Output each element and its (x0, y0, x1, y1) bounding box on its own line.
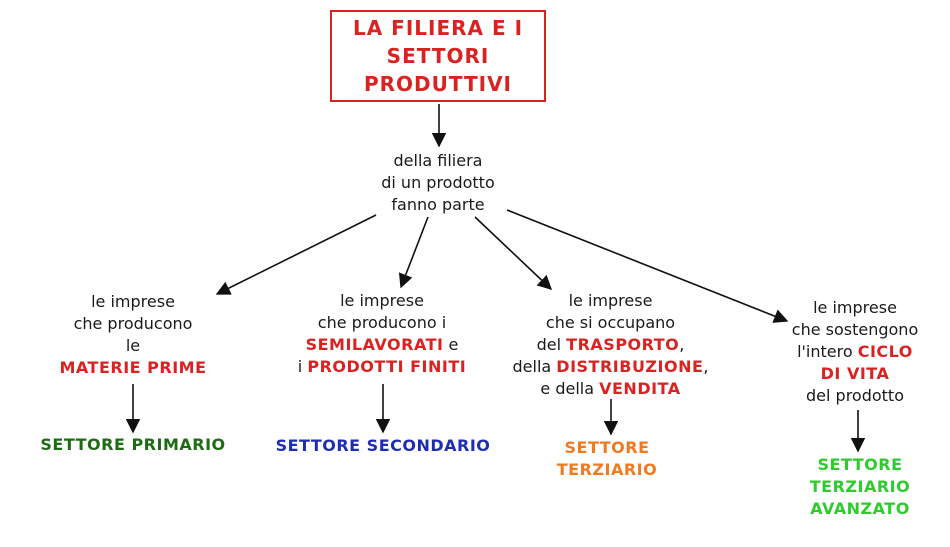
branch-3-highlight-3: VENDITA (599, 379, 681, 398)
branch-1-line-3: le (125, 336, 141, 355)
branch-3-conj-3: della (512, 357, 552, 376)
branch-2-line-1: le imprese (340, 291, 424, 310)
branch-2-conj-1: e (448, 335, 459, 354)
branch-3-highlight-2: DISTRIBUZIONE (556, 357, 704, 376)
branch-4-highlight-1: CICLO (857, 342, 913, 361)
connector-line-2: di un prodotto (381, 173, 495, 192)
branch-1-sector: SETTORE PRIMARIO (13, 434, 253, 456)
branch-1-description: le imprese che producono le MATERIE PRIM… (43, 291, 223, 379)
branch-3-conj-5: e della (540, 379, 595, 398)
branch-3-line-2: che si occupano (545, 313, 676, 332)
title-line-2: SETTORI (386, 44, 490, 68)
branch-4-line-1: le imprese (813, 298, 897, 317)
branch-3-line-5: e della VENDITA (488, 378, 733, 400)
arrow-connector-to-branch-3 (474, 216, 553, 290)
arrow-connector-to-branch-4 (506, 209, 789, 323)
branch-4-highlight-2: DI VITA (820, 364, 890, 383)
branch-4-line-2: che sostengono (791, 320, 919, 339)
title-box: LA FILIERA E I SETTORI PRODUTTIVI (330, 10, 546, 102)
branch-2-line-3: SEMILAVORATI e (262, 334, 502, 356)
branch-2-description: le imprese che producono i SEMILAVORATI … (262, 290, 502, 378)
branch-2-sector: SETTORE SECONDARIO (253, 435, 513, 457)
branch-3-conj-4: , (703, 357, 709, 376)
title-line-3: PRODUTTIVI (363, 72, 512, 96)
branch-1-sector-line-1: SETTORE PRIMARIO (40, 435, 226, 454)
branch-3-line-1: le imprese (568, 291, 653, 310)
branch-3-sector: SETTORE TERZIARIO (532, 437, 682, 481)
branch-1-highlight: MATERIE PRIME (59, 358, 207, 377)
branch-4-sector: SETTORE TERZIARIO AVANZATO (785, 454, 935, 520)
branch-2-line-2: che producono i (317, 313, 447, 332)
branch-1-line-1: le imprese (91, 292, 175, 311)
branch-3-sector-line-1: SETTORE (564, 438, 650, 457)
branch-2-line-4: i PRODOTTI FINITI (262, 356, 502, 378)
connector-line-3: fanno parte (391, 195, 485, 214)
connector-text: della filiera di un prodotto fanno parte (348, 150, 528, 216)
branch-4-description: le imprese che sostengono l'intero CICLO… (770, 297, 940, 407)
branch-4-conj-1: l'intero (797, 342, 853, 361)
branch-4-sector-line-1: SETTORE (817, 455, 903, 474)
arrow-connector-to-branch-2 (398, 216, 429, 289)
title-line-1: LA FILIERA E I (352, 16, 524, 40)
branch-2-sector-line-1: SETTORE SECONDARIO (275, 436, 491, 455)
branch-4-line-3: l'intero CICLO (770, 341, 940, 363)
connector-line-1: della filiera (393, 151, 483, 170)
branch-4-sector-line-3: AVANZATO (810, 499, 910, 518)
arrow-connector-to-branch-1 (215, 214, 377, 295)
branch-4-sector-line-2: TERZIARIO (809, 477, 911, 496)
branch-3-line-3: del TRASPORTO, (488, 334, 733, 356)
branch-3-conj-1: del (536, 335, 562, 354)
branch-3-sector-line-2: TERZIARIO (556, 460, 658, 479)
branch-3-line-4: della DISTRIBUZIONE, (488, 356, 733, 378)
branch-4-line-5: del prodotto (806, 386, 904, 405)
branch-2-highlight-1: SEMILAVORATI (305, 335, 444, 354)
branch-3-description: le imprese che si occupano del TRASPORTO… (488, 290, 733, 400)
branch-2-highlight-2: PRODOTTI FINITI (307, 357, 467, 376)
branch-1-line-2: che producono (73, 314, 193, 333)
branch-2-conj-2: i (297, 357, 303, 376)
branch-3-highlight-1: TRASPORTO (566, 335, 680, 354)
branch-3-conj-2: , (679, 335, 685, 354)
